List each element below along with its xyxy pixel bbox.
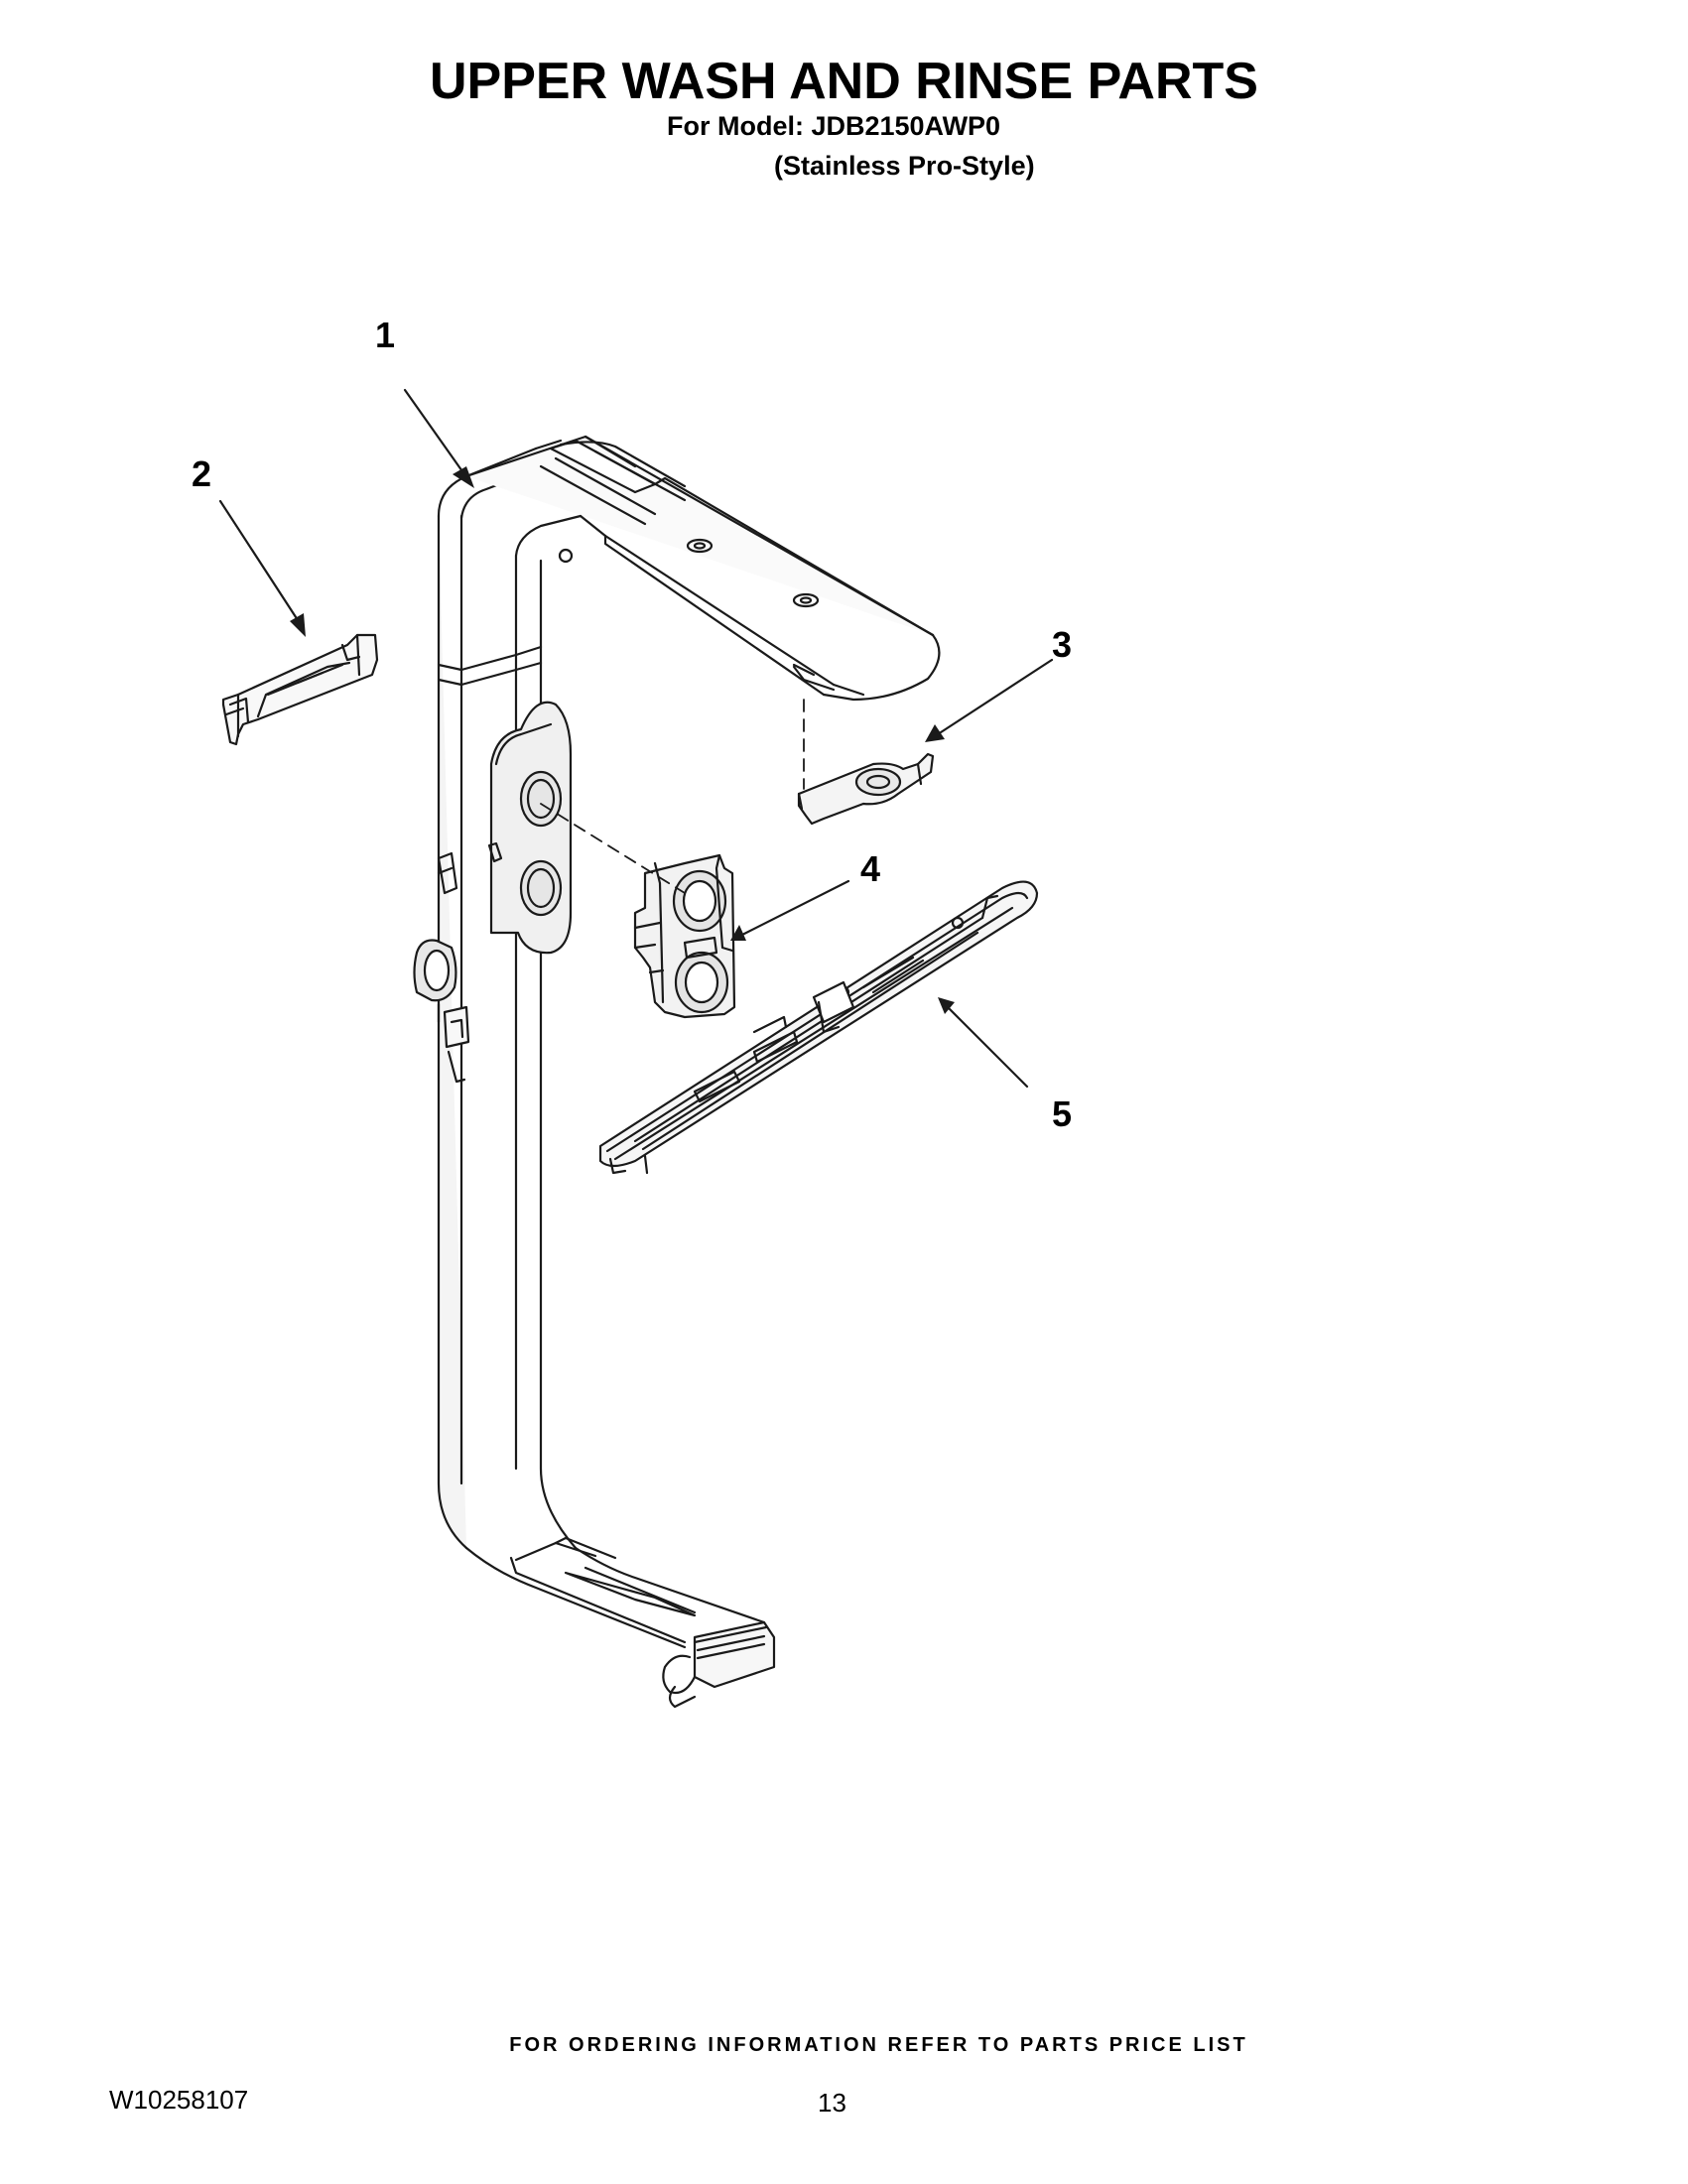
model-line: For Model: JDB2150AWP0 [667,111,1001,141]
callout-2: 2 [192,453,211,494]
page-title: UPPER WASH AND RINSE PARTS [430,53,1258,110]
part-2-bracket [221,633,379,746]
part-1-upper-wash-conduit [413,435,941,1709]
callout-4: 4 [860,848,880,889]
leader-lines [218,388,1054,1089]
assembly-dashes [540,699,805,894]
variant-line: (Stainless Pro-Style) [774,151,1035,181]
part-5-spray-arm [598,880,1039,1175]
page-number: 13 [818,2088,846,2118]
document-number: W10258107 [109,2085,249,2115]
part-4-port-connector [633,853,736,1019]
leader-arrowheads [290,466,955,1014]
part-3-clip [797,752,935,826]
callout-5: 5 [1052,1093,1072,1134]
ordering-note: FOR ORDERING INFORMATION REFER TO PARTS … [509,2034,1248,2056]
callout-1: 1 [375,315,395,355]
callout-3: 3 [1052,624,1072,665]
